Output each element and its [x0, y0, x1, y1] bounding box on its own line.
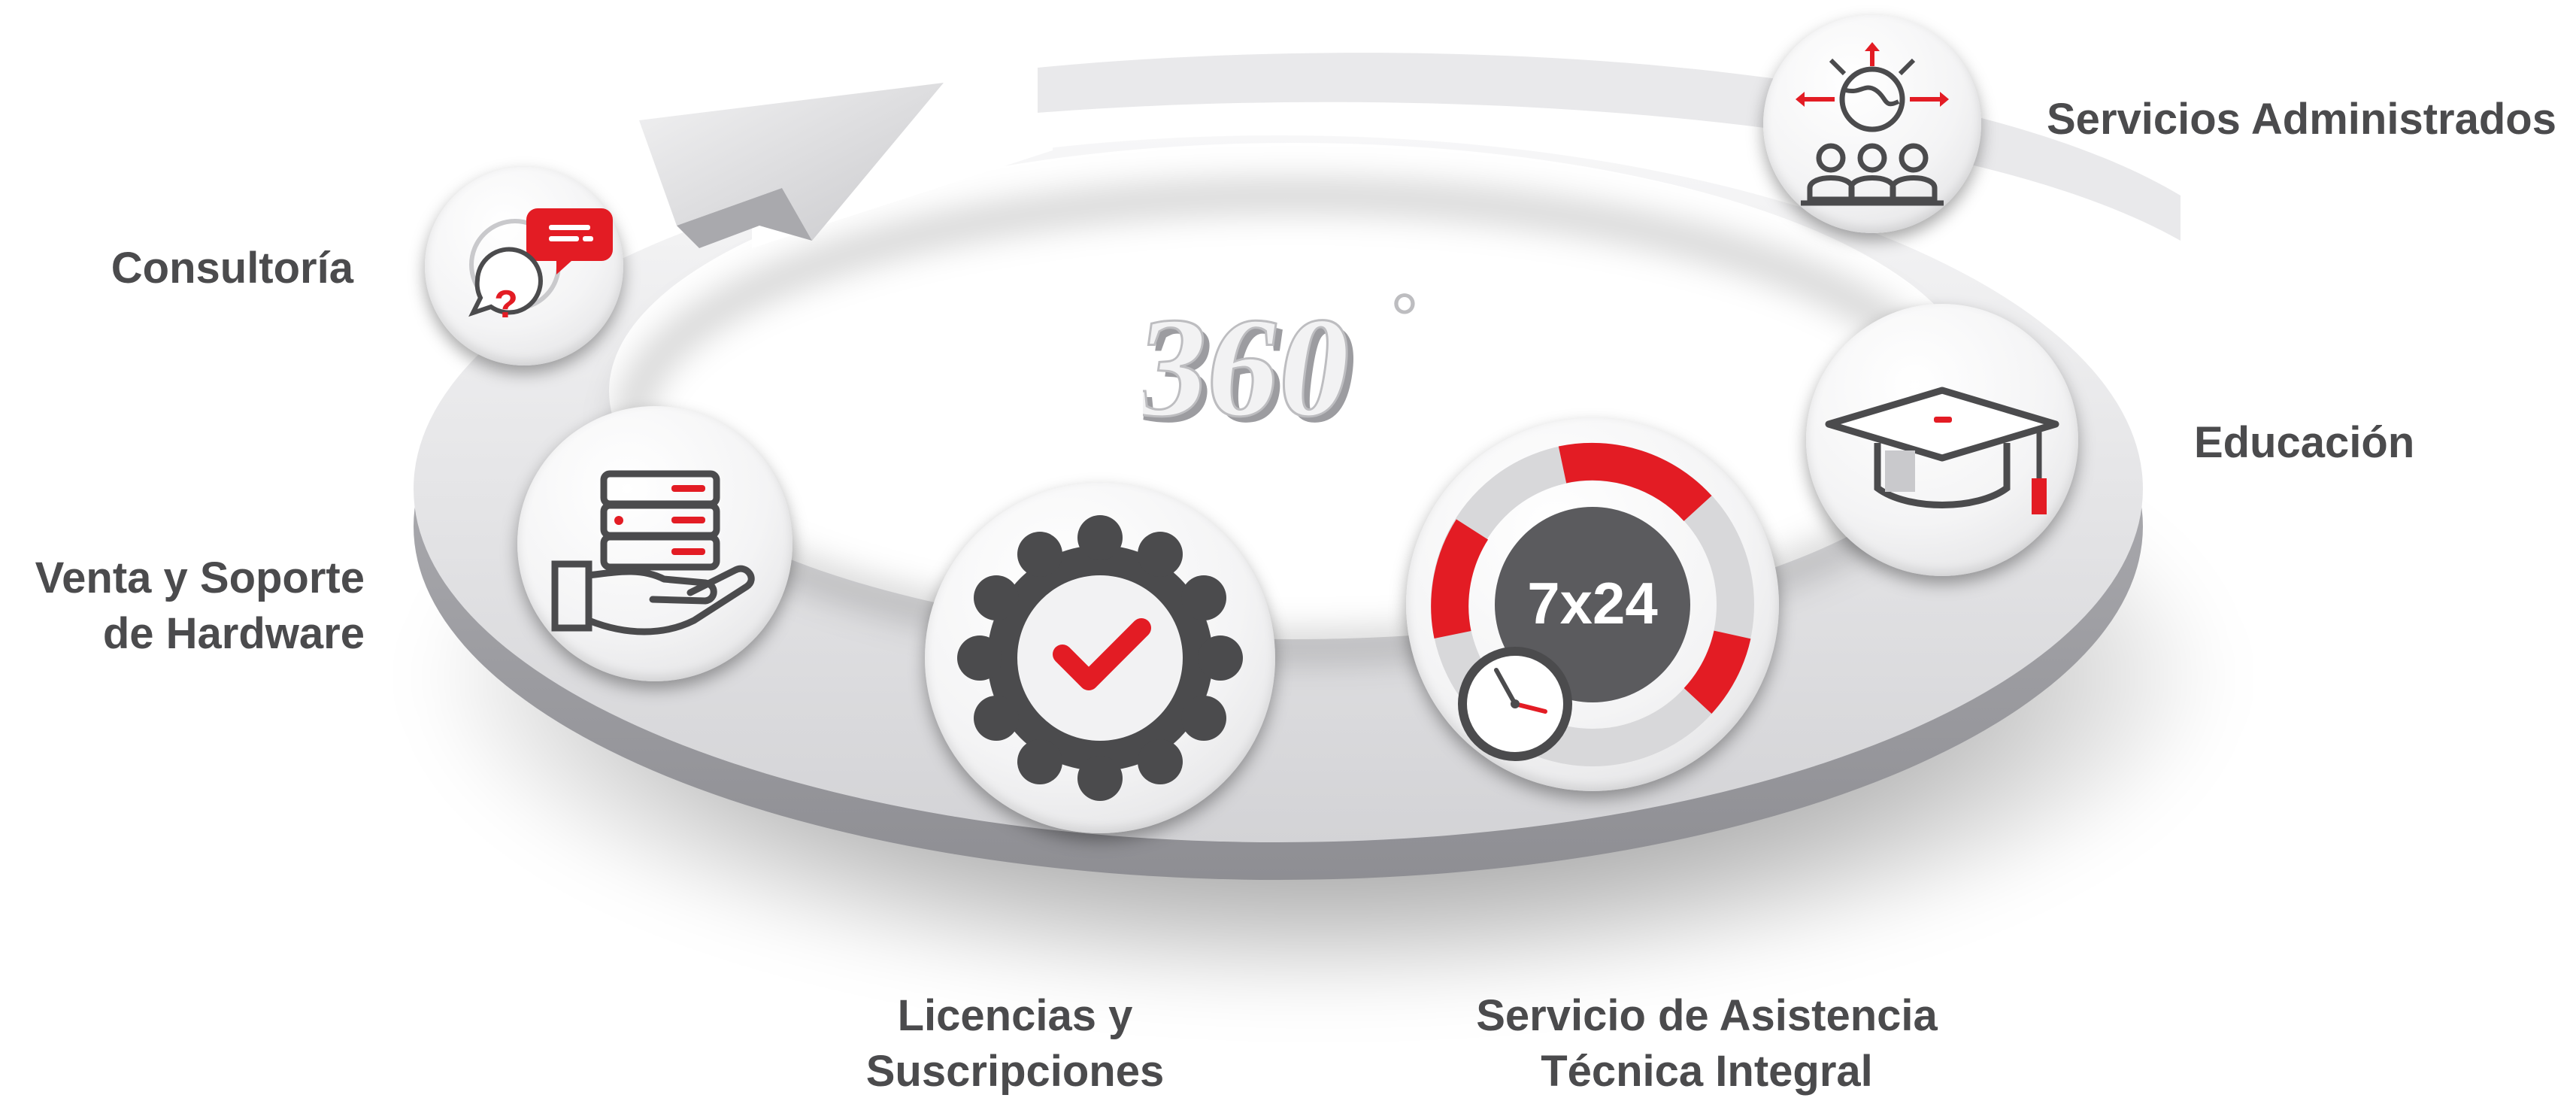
mark-360-shadow: 360 — [1143, 295, 1369, 453]
mark-360-degree: ° — [1391, 279, 1418, 353]
label-asistencia-line-1: Servicio de Asistencia — [1476, 991, 1938, 1040]
ring-arrow-head-side — [677, 188, 812, 248]
educacion-icon-circle — [1806, 304, 2078, 576]
svg-text:?: ? — [494, 283, 518, 326]
badge-7x24: 7x24 — [1527, 570, 1658, 636]
label-licencias-line-2: Suscripciones — [865, 1047, 1165, 1096]
label-hardware: Venta y Soporte de Hardware — [15, 550, 365, 662]
mark-360-text: 360 — [1143, 289, 1362, 447]
label-consultoria: Consultoría — [45, 241, 353, 296]
graduation-cap-icon — [1825, 387, 2059, 514]
consultoria-icon-circle: ? — [425, 167, 623, 365]
label-administrados-line-1: Servicios Administrados — [2047, 95, 2556, 144]
label-asistencia-line-2: Técnica Integral — [1541, 1047, 1873, 1096]
clock-icon — [1458, 647, 1572, 761]
label-consultoria-line-1: Consultoría — [111, 244, 353, 293]
label-administrados: Servicios Administrados — [2047, 92, 2565, 147]
label-licencias: Licencias y Suscripciones — [827, 988, 1203, 1099]
label-hardware-line-2: de Hardware — [102, 609, 365, 658]
asistencia-icon-circle: 7x24 — [1406, 418, 1779, 791]
mark-360: 360 360 ° — [1143, 279, 1418, 453]
ring-arrow-head — [639, 83, 944, 241]
gear-check-icon — [957, 515, 1243, 801]
label-hardware-line-1: Venta y Soporte — [35, 554, 365, 602]
licencias-icon-circle — [925, 483, 1275, 833]
label-educacion: Educación — [2194, 415, 2510, 471]
label-educacion-line-1: Educación — [2194, 418, 2415, 467]
globe-people-icon — [1796, 42, 1949, 206]
chat-bubbles-icon: ? — [468, 208, 613, 326]
hand-server-icon — [551, 470, 755, 635]
administrados-icon-circle — [1763, 15, 1981, 233]
label-licencias-line-1: Licencias y — [897, 991, 1133, 1040]
label-asistencia: Servicio de Asistencia Técnica Integral — [1421, 988, 1993, 1099]
hardware-icon-circle — [517, 406, 792, 681]
clock-7x24-icon: 7x24 — [1431, 442, 1754, 766]
